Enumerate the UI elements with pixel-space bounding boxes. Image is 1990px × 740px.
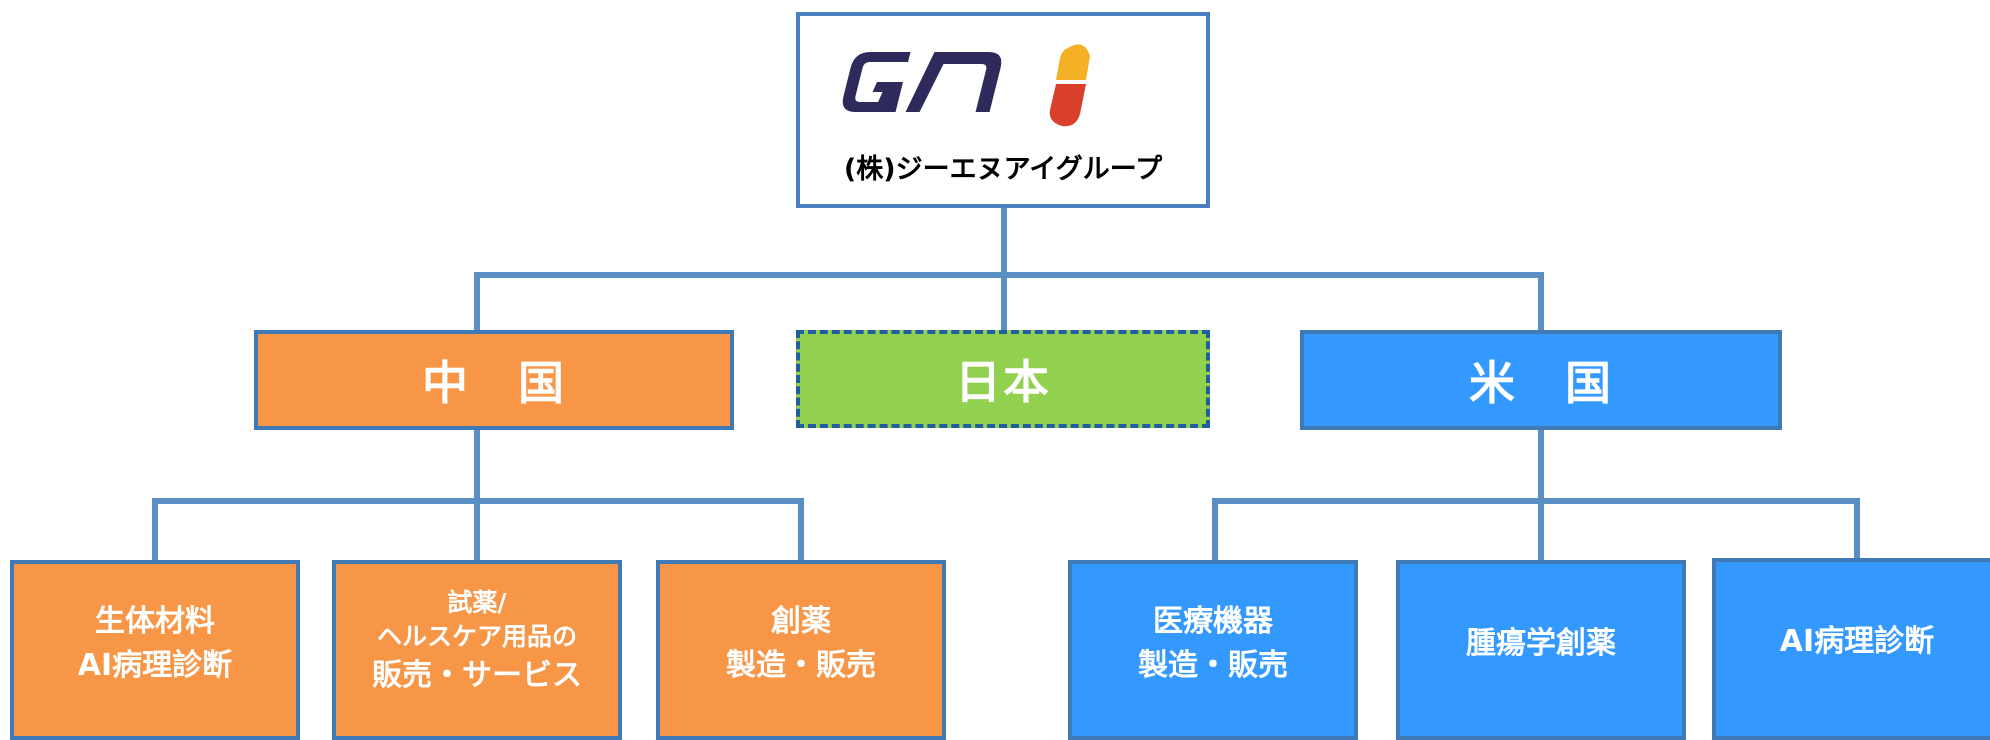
gni-logo	[842, 44, 1090, 127]
connector-china-unit2	[474, 498, 480, 562]
unit-line: 製造・販売	[726, 648, 876, 683]
unit-line: 試薬/	[447, 588, 507, 617]
unit-line: 医療機器	[1153, 604, 1273, 639]
logo-capsule-icon	[1049, 44, 1090, 127]
region-china-label: 中 国	[422, 356, 566, 410]
logo-letter-g	[842, 52, 911, 112]
unit-line: 生体材料	[95, 604, 215, 639]
connector-to-japan	[1001, 272, 1007, 330]
connector-china-unit3	[798, 498, 804, 562]
connector-usa-unit3	[1854, 498, 1860, 560]
connector-usa-bar	[1212, 498, 1860, 504]
unit-line: 製造・販売	[1138, 648, 1288, 683]
china-unit-biomaterials: 生体材料 AI病理診断	[10, 560, 300, 740]
region-usa-label: 米 国	[1469, 356, 1613, 410]
connector-usa-down	[1538, 430, 1544, 502]
connector-usa-unit1	[1212, 498, 1218, 562]
connector-usa-unit2	[1538, 498, 1544, 562]
connector-china-unit1	[152, 498, 158, 562]
region-usa-box: 米 国	[1300, 330, 1782, 430]
connector-to-china	[474, 272, 480, 330]
connector-to-usa	[1538, 272, 1544, 330]
root-company-box: (株)ジーエヌアイグループ	[796, 12, 1210, 208]
china-unit-reagents: 試薬/ ヘルスケア用品の 販売・サービス	[332, 560, 622, 740]
china-unit-drug-discovery: 創薬 製造・販売	[656, 560, 946, 740]
logo-letter-n	[905, 52, 1002, 112]
usa-unit-medical-devices: 医療機器 製造・販売	[1068, 560, 1358, 740]
region-japan-label: 日本	[955, 355, 1051, 409]
region-japan-box: 日本	[796, 330, 1210, 428]
usa-unit-oncology: 腫瘍学創薬	[1396, 560, 1686, 740]
usa-unit-ai-pathology: AI病理診断	[1712, 558, 1990, 740]
unit-line: 販売・サービス	[372, 658, 582, 693]
connector-china-down	[474, 430, 480, 500]
connector-region-bar	[474, 272, 1544, 278]
connector-root-down	[1001, 208, 1007, 276]
unit-line: AI病理診断	[77, 648, 233, 683]
unit-line: 腫瘍学創薬	[1466, 626, 1616, 661]
unit-line: AI病理診断	[1779, 624, 1935, 659]
region-china-box: 中 国	[254, 330, 734, 430]
unit-line: ヘルスケア用品の	[376, 622, 577, 651]
root-company-label: (株)ジーエヌアイグループ	[843, 154, 1163, 185]
unit-line: 創薬	[771, 604, 831, 639]
